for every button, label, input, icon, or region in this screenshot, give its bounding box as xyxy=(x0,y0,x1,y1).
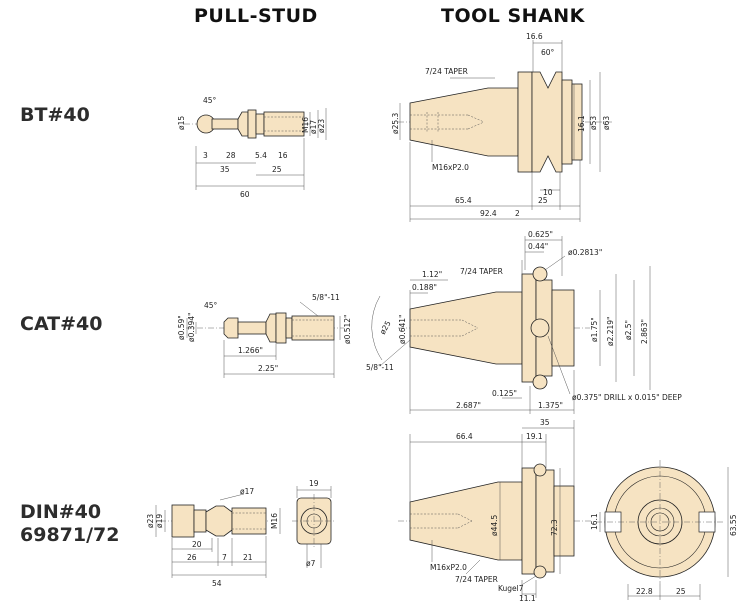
cat40-shank-dim-d175: ø1.75" xyxy=(590,317,599,342)
cat40-shank-dim-thread: 5/8"-11 xyxy=(366,363,394,372)
cat40-shank-dim-d044: 0.44" xyxy=(528,242,548,251)
row-label-din40: DIN#40 xyxy=(20,501,102,523)
din40-stud-dim-m16: M16 xyxy=(270,513,279,529)
cat40-stud-dim-d0512: ø0.512" xyxy=(343,314,352,344)
din40-shank-dim-taper: 7/24 TAPER xyxy=(455,575,498,584)
bt40-stud-dim-a45: 45° xyxy=(203,96,217,105)
din40-end-view: 19 ø7 xyxy=(292,479,336,568)
din40-stud-dim-d26: 26 xyxy=(187,553,197,562)
cat40-shank-dim-d25b: ø2.5" xyxy=(624,320,633,340)
bt40-shank-dim-d25: 25 xyxy=(538,196,548,205)
din40-stud-dim-d7: 7 xyxy=(222,553,227,562)
din40-face-dim-d161: 16.1 xyxy=(590,513,599,530)
din40-flange-face-view: 16.1 63.55 22.8 25 xyxy=(590,460,738,600)
cat40-pull-stud: 45° 5/8"-11 ø0.59" ø0.394" ø0.512" 1.266… xyxy=(177,293,352,378)
cat40-shank-dim-d02813: ø0.2813" xyxy=(568,248,602,257)
cat40-shank-dim-d0625: 0.625" xyxy=(528,230,553,239)
cat40-stud-dim-d059: ø0.59" xyxy=(177,315,186,340)
bt40-stud-dim-d15: ø15 xyxy=(177,116,186,130)
cat40-shank-dim-d0125: 0.125" xyxy=(492,389,517,398)
cat40-tool-shank: 0.625" 0.44" ø0.2813" 1.12" 7/24 TAPER 0… xyxy=(366,230,682,414)
bt40-shank-dim-d924: 92.4 xyxy=(480,209,497,218)
bt40-shank-dim-a60: 60° xyxy=(541,48,555,57)
cat40-shank-dim-d0188: 0.188" xyxy=(412,283,437,292)
bt40-stud-dim-d23: ø23 xyxy=(317,119,326,133)
bt40-stud-dim-d17: ø17 xyxy=(309,120,318,134)
bt40-shank-dim-d161: 16.1 xyxy=(577,115,586,132)
header-tool-shank: TOOL SHANK xyxy=(441,5,585,27)
bt40-stud-dim-d54: 5.4 xyxy=(255,151,267,160)
cat40-shank-dim-d112: 1.12" xyxy=(422,270,442,279)
bt40-shank-dim-d53: ø53 xyxy=(589,116,598,130)
din40-tool-shank: 35 66.4 19.1 ø44.5 72.3 M16xP2.0 7/24 TA… xyxy=(398,418,592,602)
cat40-stud-dim-d1266: 1.266" xyxy=(238,346,263,355)
bt40-shank-dim-d10: 10 xyxy=(543,188,553,197)
cat40-shank-dim-d2219: ø2.219" xyxy=(606,316,615,346)
din40-stud-dim-d21: 21 xyxy=(243,553,253,562)
din40-stud-dim-d23: ø23 xyxy=(146,514,155,528)
bt40-stud-dim-d25: 25 xyxy=(272,165,282,174)
din40-shank-dim-thread: M16xP2.0 xyxy=(430,563,467,572)
bt40-pull-stud: ø15 45° ø17 M16 ø23 3 28 5.4 16 35 25 60 xyxy=(177,96,327,199)
cat40-shank-dim-d1375: 1.375" xyxy=(538,401,563,410)
cat40-shank-dim-d2863: 2.863" xyxy=(640,319,649,344)
din40-shank-dim-d191: 19.1 xyxy=(526,432,543,441)
din40-face-dim-d25: 25 xyxy=(676,587,686,596)
din40-shank-dim-kugel: Kugel7 xyxy=(498,584,524,593)
bt40-stud-dim-m16: M16 xyxy=(301,117,310,133)
din40-end-dim-e7: ø7 xyxy=(306,559,316,568)
din40-stud-dim-d17: ø17 xyxy=(240,487,254,496)
bt40-tool-shank: 16.6 60° 7/24 TAPER ø25.3 16.1 ø53 ø63 M… xyxy=(391,32,612,222)
row-label-din40-standard: 69871/72 xyxy=(20,524,120,546)
cat40-shank-dim-d2687: 2.687" xyxy=(456,401,481,410)
din40-shank-dim-d111: 11.1 xyxy=(519,594,536,602)
bt40-stud-dim-d35: 35 xyxy=(220,165,230,174)
din40-face-dim-d6355: 63.55 xyxy=(729,514,738,536)
bt40-shank-dim-d166: 16.6 xyxy=(526,32,543,41)
row-label-cat40: CAT#40 xyxy=(20,313,103,335)
bt40-stud-dim-d3: 3 xyxy=(203,151,208,160)
bt40-shank-dim-d253: ø25.3 xyxy=(391,112,400,134)
bt40-stud-dim-d60: 60 xyxy=(240,190,250,199)
bt40-shank-dim-taper: 7/24 TAPER xyxy=(425,67,468,76)
bt40-shank-dim-thread: M16xP2.0 xyxy=(432,163,469,172)
bt40-shank-dim-d654: 65.4 xyxy=(455,196,472,205)
din40-shank-dim-d723: 72.3 xyxy=(550,519,559,536)
din40-end-dim-e19: 19 xyxy=(309,479,319,488)
cat40-stud-dim-thread: 5/8"-11 xyxy=(312,293,340,302)
din40-face-dim-d228: 22.8 xyxy=(636,587,653,596)
bt40-stud-dim-d16: 16 xyxy=(278,151,288,160)
bt40-shank-dim-d63: ø63 xyxy=(602,116,611,130)
cat40-stud-dim-d225: 2.25" xyxy=(258,364,278,373)
din40-shank-dim-d445: ø44.5 xyxy=(490,514,499,536)
cat40-shank-dim-d25: ø25 xyxy=(378,319,393,336)
din40-shank-dim-d35: 35 xyxy=(540,418,550,427)
cat40-shank-dim-d0641: ø0.641" xyxy=(398,314,407,344)
din40-pull-stud: ø17 ø23 ø19 M16 20 26 7 21 54 xyxy=(146,487,281,588)
cat40-stud-dim-a45: 45° xyxy=(204,301,218,310)
din40-stud-dim-d54: 54 xyxy=(212,579,222,588)
bt40-stud-dim-d28: 28 xyxy=(226,151,236,160)
din40-stud-dim-d20: 20 xyxy=(192,540,202,549)
cat40-shank-dim-taper: 7/24 TAPER xyxy=(460,267,503,276)
din40-shank-dim-d664: 66.4 xyxy=(456,432,473,441)
bt40-shank-dim-d2: 2 xyxy=(515,209,520,218)
cat40-stud-dim-d0394: ø0.394" xyxy=(187,312,196,342)
din40-stud-dim-d19: ø19 xyxy=(155,514,164,528)
row-label-bt40: BT#40 xyxy=(20,104,90,126)
header-pull-stud: PULL-STUD xyxy=(194,5,318,27)
cat40-shank-dim-drill: ø0.375" DRILL x 0.015" DEEP xyxy=(572,393,682,402)
